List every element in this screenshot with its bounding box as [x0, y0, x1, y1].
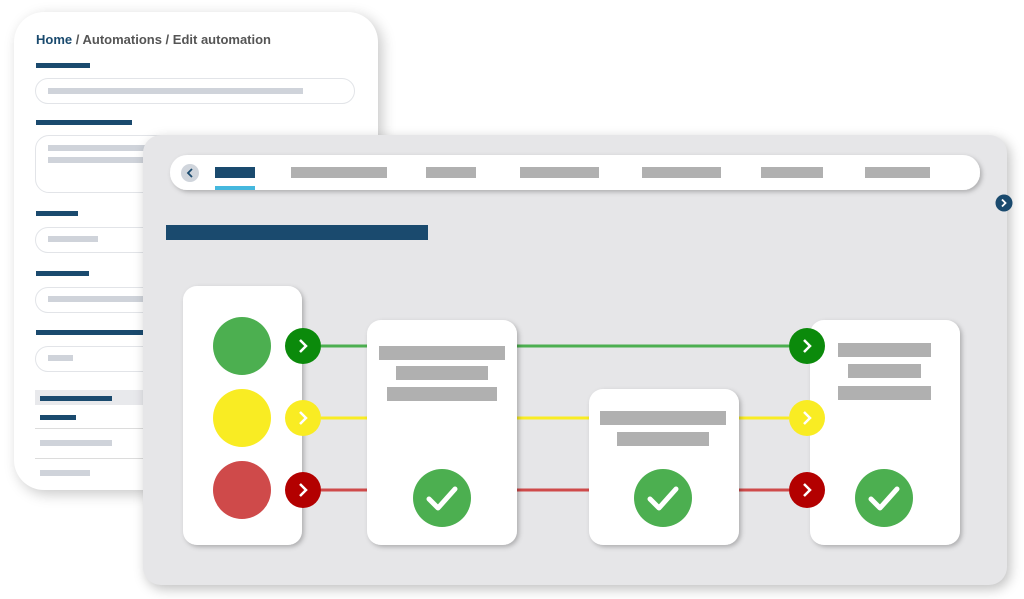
- chevron-left-icon: [186, 168, 193, 178]
- field-label: [36, 330, 146, 335]
- tab-scroll-forward-button[interactable]: [995, 194, 1013, 212]
- error-output-node[interactable]: [285, 472, 321, 508]
- tab[interactable]: [865, 167, 930, 178]
- table-row[interactable]: [40, 470, 90, 476]
- step-text: [838, 386, 931, 400]
- step-complete-badge: [413, 469, 471, 527]
- tab[interactable]: [520, 167, 599, 178]
- error-status-light: [213, 461, 271, 519]
- input-placeholder: [48, 296, 158, 302]
- success-status-light: [213, 317, 271, 375]
- input-placeholder: [48, 355, 73, 361]
- breadcrumb-home[interactable]: Home: [36, 32, 73, 47]
- field-label: [36, 211, 78, 216]
- breadcrumb-separator: /: [72, 32, 83, 47]
- field-label: [36, 120, 132, 125]
- tab[interactable]: [291, 167, 387, 178]
- field-label: [36, 63, 90, 68]
- step-card[interactable]: [589, 389, 739, 545]
- chevron-right-icon: [299, 483, 308, 497]
- table-row[interactable]: [40, 440, 112, 446]
- input-placeholder: [48, 88, 303, 94]
- step-text: [379, 346, 505, 360]
- chevron-right-icon: [803, 411, 812, 425]
- step-text: [396, 366, 488, 380]
- chevron-right-icon: [299, 411, 308, 425]
- error-input-node[interactable]: [789, 472, 825, 508]
- field-label: [36, 271, 89, 276]
- breadcrumb-automations[interactable]: Automations: [82, 32, 162, 47]
- step-text: [838, 343, 931, 357]
- table-row[interactable]: [40, 415, 76, 420]
- chevron-right-icon: [299, 339, 308, 353]
- tab[interactable]: [642, 167, 721, 178]
- tab[interactable]: [426, 167, 476, 178]
- breadcrumb-separator: /: [161, 32, 173, 47]
- active-tab-underline: [215, 186, 255, 190]
- step-card[interactable]: [810, 320, 960, 545]
- section-title: [166, 225, 428, 240]
- check-icon: [426, 486, 458, 511]
- tab-scroll-back-button[interactable]: [181, 164, 199, 182]
- breadcrumb-current: Edit automation: [172, 32, 271, 47]
- warning-status-light: [213, 389, 271, 447]
- chevron-right-icon: [803, 339, 812, 353]
- chevron-right-icon: [803, 483, 812, 497]
- step-text: [387, 387, 497, 401]
- tab-active[interactable]: [215, 167, 255, 178]
- step-text: [848, 364, 921, 378]
- check-icon: [647, 486, 679, 511]
- input-placeholder: [48, 236, 98, 242]
- textarea-placeholder: [48, 145, 158, 151]
- breadcrumb: Home / Automations / Edit automation: [36, 32, 271, 47]
- tab[interactable]: [761, 167, 823, 178]
- step-text: [600, 411, 726, 425]
- success-input-node[interactable]: [789, 328, 825, 364]
- step-text: [617, 432, 709, 446]
- success-output-node[interactable]: [285, 328, 321, 364]
- table-header-label: [40, 396, 112, 401]
- step-complete-badge: [634, 469, 692, 527]
- textarea-placeholder: [48, 157, 158, 163]
- chevron-right-icon: [1001, 198, 1007, 208]
- warning-output-node[interactable]: [285, 400, 321, 436]
- check-icon: [868, 486, 900, 511]
- warning-input-node[interactable]: [789, 400, 825, 436]
- step-complete-badge: [855, 469, 913, 527]
